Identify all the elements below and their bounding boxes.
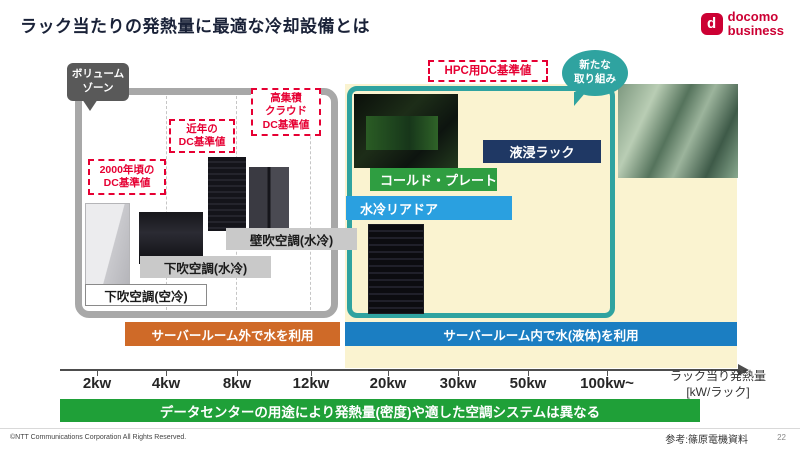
photo-black-server	[139, 212, 203, 264]
axis-tick-20kw: 20kw	[369, 375, 407, 392]
axis-tickmark	[607, 371, 608, 376]
photo-tall-rack	[208, 157, 246, 231]
axis-arrow-icon	[738, 364, 749, 376]
standard-hpc-dc: HPC用DC基準値	[428, 60, 548, 82]
reference-text: 参考:篠原電機資料	[665, 435, 748, 446]
page-title: ラック当たりの発熱量に最適な冷却設備とは	[20, 17, 370, 36]
bar-water-inside-room: サーバールーム内で水(液体)を利用	[345, 322, 737, 346]
bar-water-outside-room: サーバールーム外で水を利用	[125, 322, 340, 346]
axis-caption: ラック当り発熱量 [kW/ラック]	[650, 369, 786, 400]
axis-tickmark	[97, 371, 98, 376]
axis-tick-50kw: 50kw	[509, 375, 547, 392]
standard-high-density-cloud-dc: 高集積 クラウド DC基準値	[251, 88, 321, 136]
page-number: 22	[777, 433, 786, 442]
axis-tickmark	[458, 371, 459, 376]
axis-tickmark	[237, 371, 238, 376]
docomo-logo: d docomo business	[700, 10, 784, 37]
axis-tick-12kw: 12kw	[292, 375, 330, 392]
label-immersion-rack: 液浸ラック	[483, 140, 601, 163]
label-down-blow-water: 下吹空調(水冷)	[140, 256, 271, 278]
axis-tick-4kw: 4kw	[151, 375, 181, 392]
photo-immersion-tank	[618, 84, 738, 178]
docomo-logo-text: docomo business	[728, 10, 784, 37]
axis-tick-30kw: 30kw	[439, 375, 477, 392]
new-initiative-callout: 新たな 取り組み	[562, 50, 628, 96]
standard-recent-dc: 近年の DC基準値	[169, 119, 235, 153]
axis-caption-line2: [kW/ラック]	[686, 384, 750, 399]
volume-zone-callout-tail	[82, 99, 98, 111]
photo-dark-rack	[368, 224, 424, 314]
photo-rack-cluster	[249, 167, 289, 231]
photo-circuit-board	[354, 94, 458, 168]
volume-zone-callout: ボリューム ゾーン	[67, 63, 129, 101]
axis-tickmark	[388, 371, 389, 376]
gridline	[310, 96, 311, 310]
x-axis-line	[60, 369, 740, 371]
photo-circuit-board-pcb	[366, 116, 438, 150]
logo-line-business: business	[727, 22, 784, 38]
logo-line-docomo: docomo	[727, 9, 779, 24]
copyright-text: ©NTT Communications Corporation All Righ…	[10, 434, 187, 441]
label-cold-plate: コールド・プレート	[370, 168, 497, 191]
axis-caption-line1: ラック当り発熱量	[669, 369, 766, 383]
docomo-logo-icon: d	[700, 12, 723, 35]
axis-tickmark	[311, 371, 312, 376]
gridline	[166, 96, 167, 310]
bottom-banner: データセンターの用途により発熱量(密度)や適した空調システムは異なる	[60, 399, 700, 422]
label-wall-blow-water: 壁吹空調(水冷)	[226, 228, 357, 250]
new-initiative-callout-tail	[574, 92, 586, 106]
standard-2000-dc: 2000年頃の DC基準値	[88, 159, 166, 195]
axis-tick-2kw: 2kw	[82, 375, 112, 392]
axis-tick-8kw: 8kw	[222, 375, 252, 392]
axis-tick-100kw: 100kw~	[580, 375, 634, 392]
label-water-cooled-rear-door: 水冷リアドア	[346, 196, 512, 220]
photo-white-cabinet	[85, 203, 130, 291]
label-down-blow-air: 下吹空調(空冷)	[85, 284, 207, 306]
footer-divider	[0, 428, 800, 429]
axis-tickmark	[528, 371, 529, 376]
axis-tickmark	[166, 371, 167, 376]
